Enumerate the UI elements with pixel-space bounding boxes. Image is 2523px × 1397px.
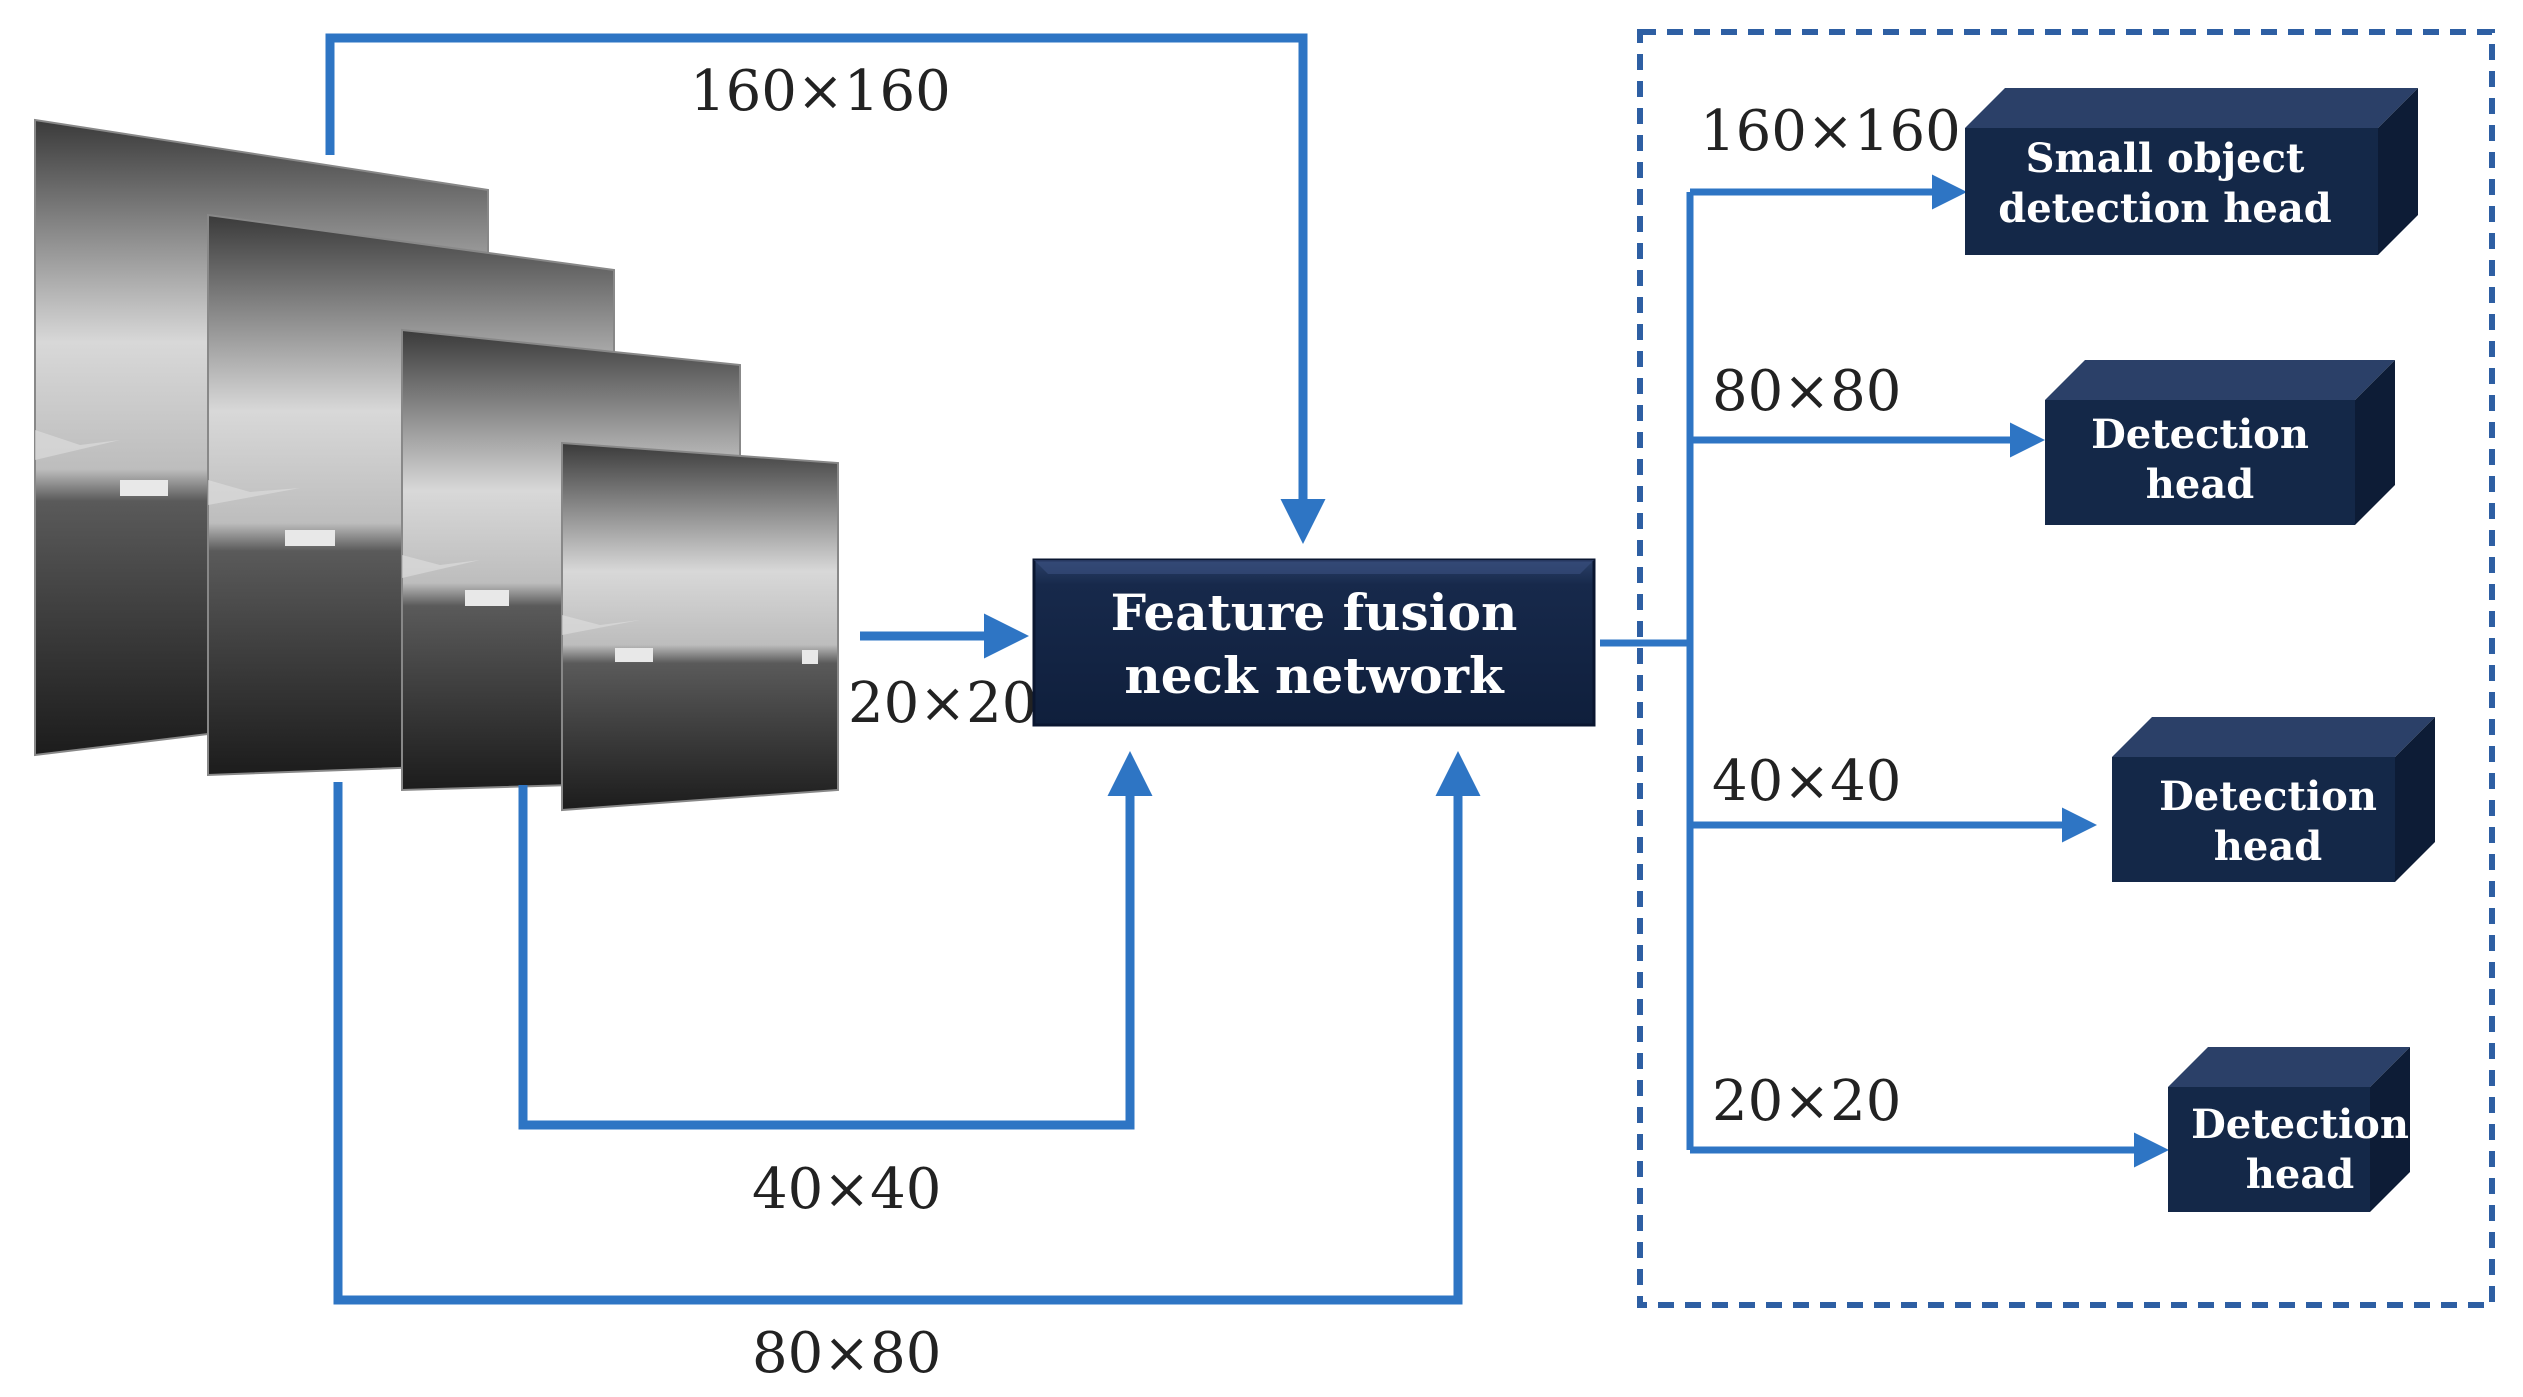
neck-network-label-1: Feature fusion (1111, 583, 1518, 642)
mid-path-label: 40×40 (752, 1157, 941, 1222)
head-1-size-label: 160×160 (1700, 99, 1961, 164)
head-1-label-2: detection head (1998, 185, 2332, 232)
head-2-label-2: head (2146, 461, 2254, 508)
head-1-label-1: Small object (2026, 135, 2305, 182)
input-image-4 (561, 441, 839, 812)
mid-path-arrow (518, 751, 1153, 1130)
head-4-label-2: head (2246, 1151, 2354, 1198)
neck-network-label-2: neck network (1124, 646, 1505, 705)
top-path-label: 160×160 (690, 59, 951, 124)
neck-network-box: Feature fusion neck network (1032, 558, 1596, 727)
head-3-size-label: 40×40 (1712, 749, 1901, 814)
head-3-label-2: head (2214, 823, 2322, 870)
detection-head-1: Small object detection head (1965, 88, 2418, 255)
detection-head-3: Detection head (2112, 717, 2435, 882)
direct-input-label: 20×20 (848, 671, 1037, 736)
detection-head-2: Detection head (2045, 360, 2395, 525)
head-3-label-1: Detection (2159, 773, 2377, 820)
head-2-label-1: Detection (2091, 411, 2309, 458)
head-2-size-label: 80×80 (1712, 359, 1901, 424)
detection-head-4: Detection head (2168, 1047, 2410, 1212)
bottom-path-label: 80×80 (752, 1321, 941, 1386)
detection-heads-region (1637, 29, 2495, 1308)
top-path-arrow (325, 33, 1326, 544)
bottom-path-arrow (333, 751, 1481, 1305)
input-image-stack (34, 118, 839, 812)
input-connections (325, 33, 1481, 1305)
head-4-label-1: Detection (2191, 1101, 2409, 1148)
output-connections (1600, 174, 2169, 1168)
head-4-size-label: 20×20 (1712, 1069, 1901, 1134)
